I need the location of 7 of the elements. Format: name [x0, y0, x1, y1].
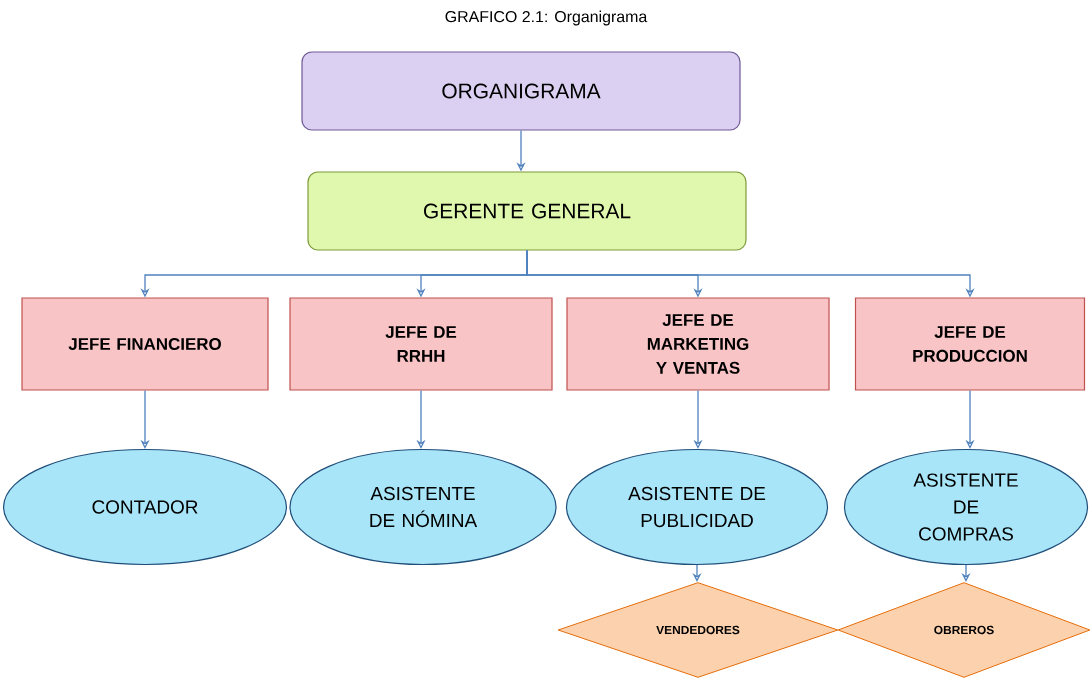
department-box: JEFE DE RRHH	[289, 297, 553, 391]
department-box: JEFE DE MARKETING Y VENTAS	[566, 297, 830, 391]
chart-title: GRAFICO 2.1: Organigrama	[445, 10, 648, 26]
chart-top-box: ORGANIGRAMA	[301, 51, 741, 131]
department-box: JEFE DE PRODUCCION	[854, 297, 1086, 391]
department-box: JEFE FINANCIERO	[21, 297, 269, 391]
manager-box: GERENTE GENERAL	[307, 171, 747, 251]
